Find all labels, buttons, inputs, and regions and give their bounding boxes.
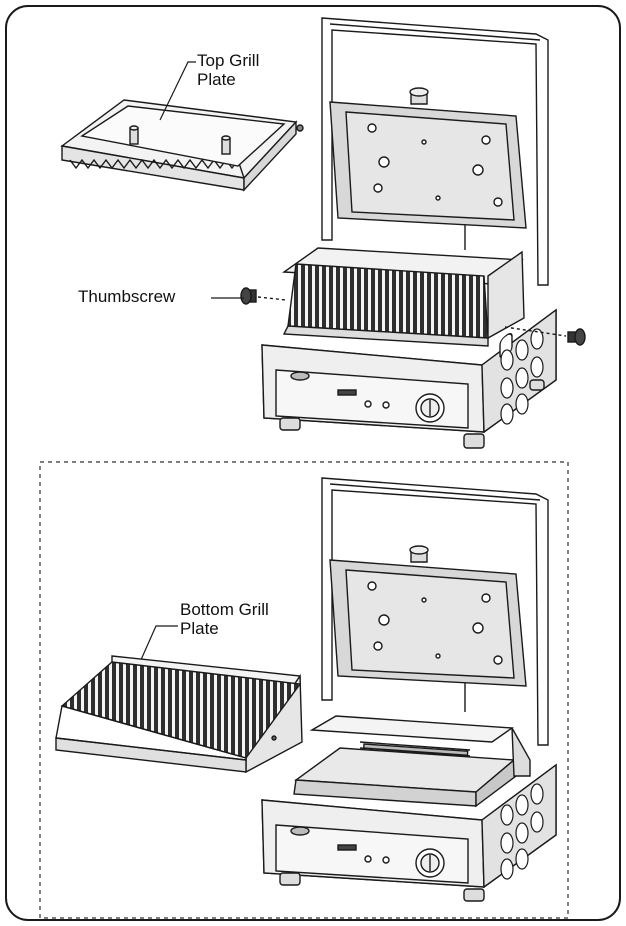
top-grill-plate-part	[60, 99, 304, 192]
bottom-grill-plate-label-line1: Bottom Grill	[180, 600, 269, 619]
bottom-grill-plate-part	[55, 655, 303, 774]
dashed-inset-box	[39, 461, 569, 919]
top-grill-plate-label-line2: Plate	[197, 70, 236, 89]
bottom-grill-assembly	[261, 477, 557, 902]
thumbscrew-label: Thumbscrew	[78, 287, 175, 306]
bottom-grill-plate-label: Bottom Grill Plate	[180, 600, 269, 638]
top-grill-plate-label-line1: Top Grill	[197, 51, 260, 70]
top-grill-plate-label: Top Grill Plate	[197, 51, 259, 89]
top-grill-assembly	[240, 17, 586, 449]
thumbscrew-label-text: Thumbscrew	[78, 287, 176, 306]
bottom-grill-plate-label-line2: Plate	[180, 619, 219, 638]
